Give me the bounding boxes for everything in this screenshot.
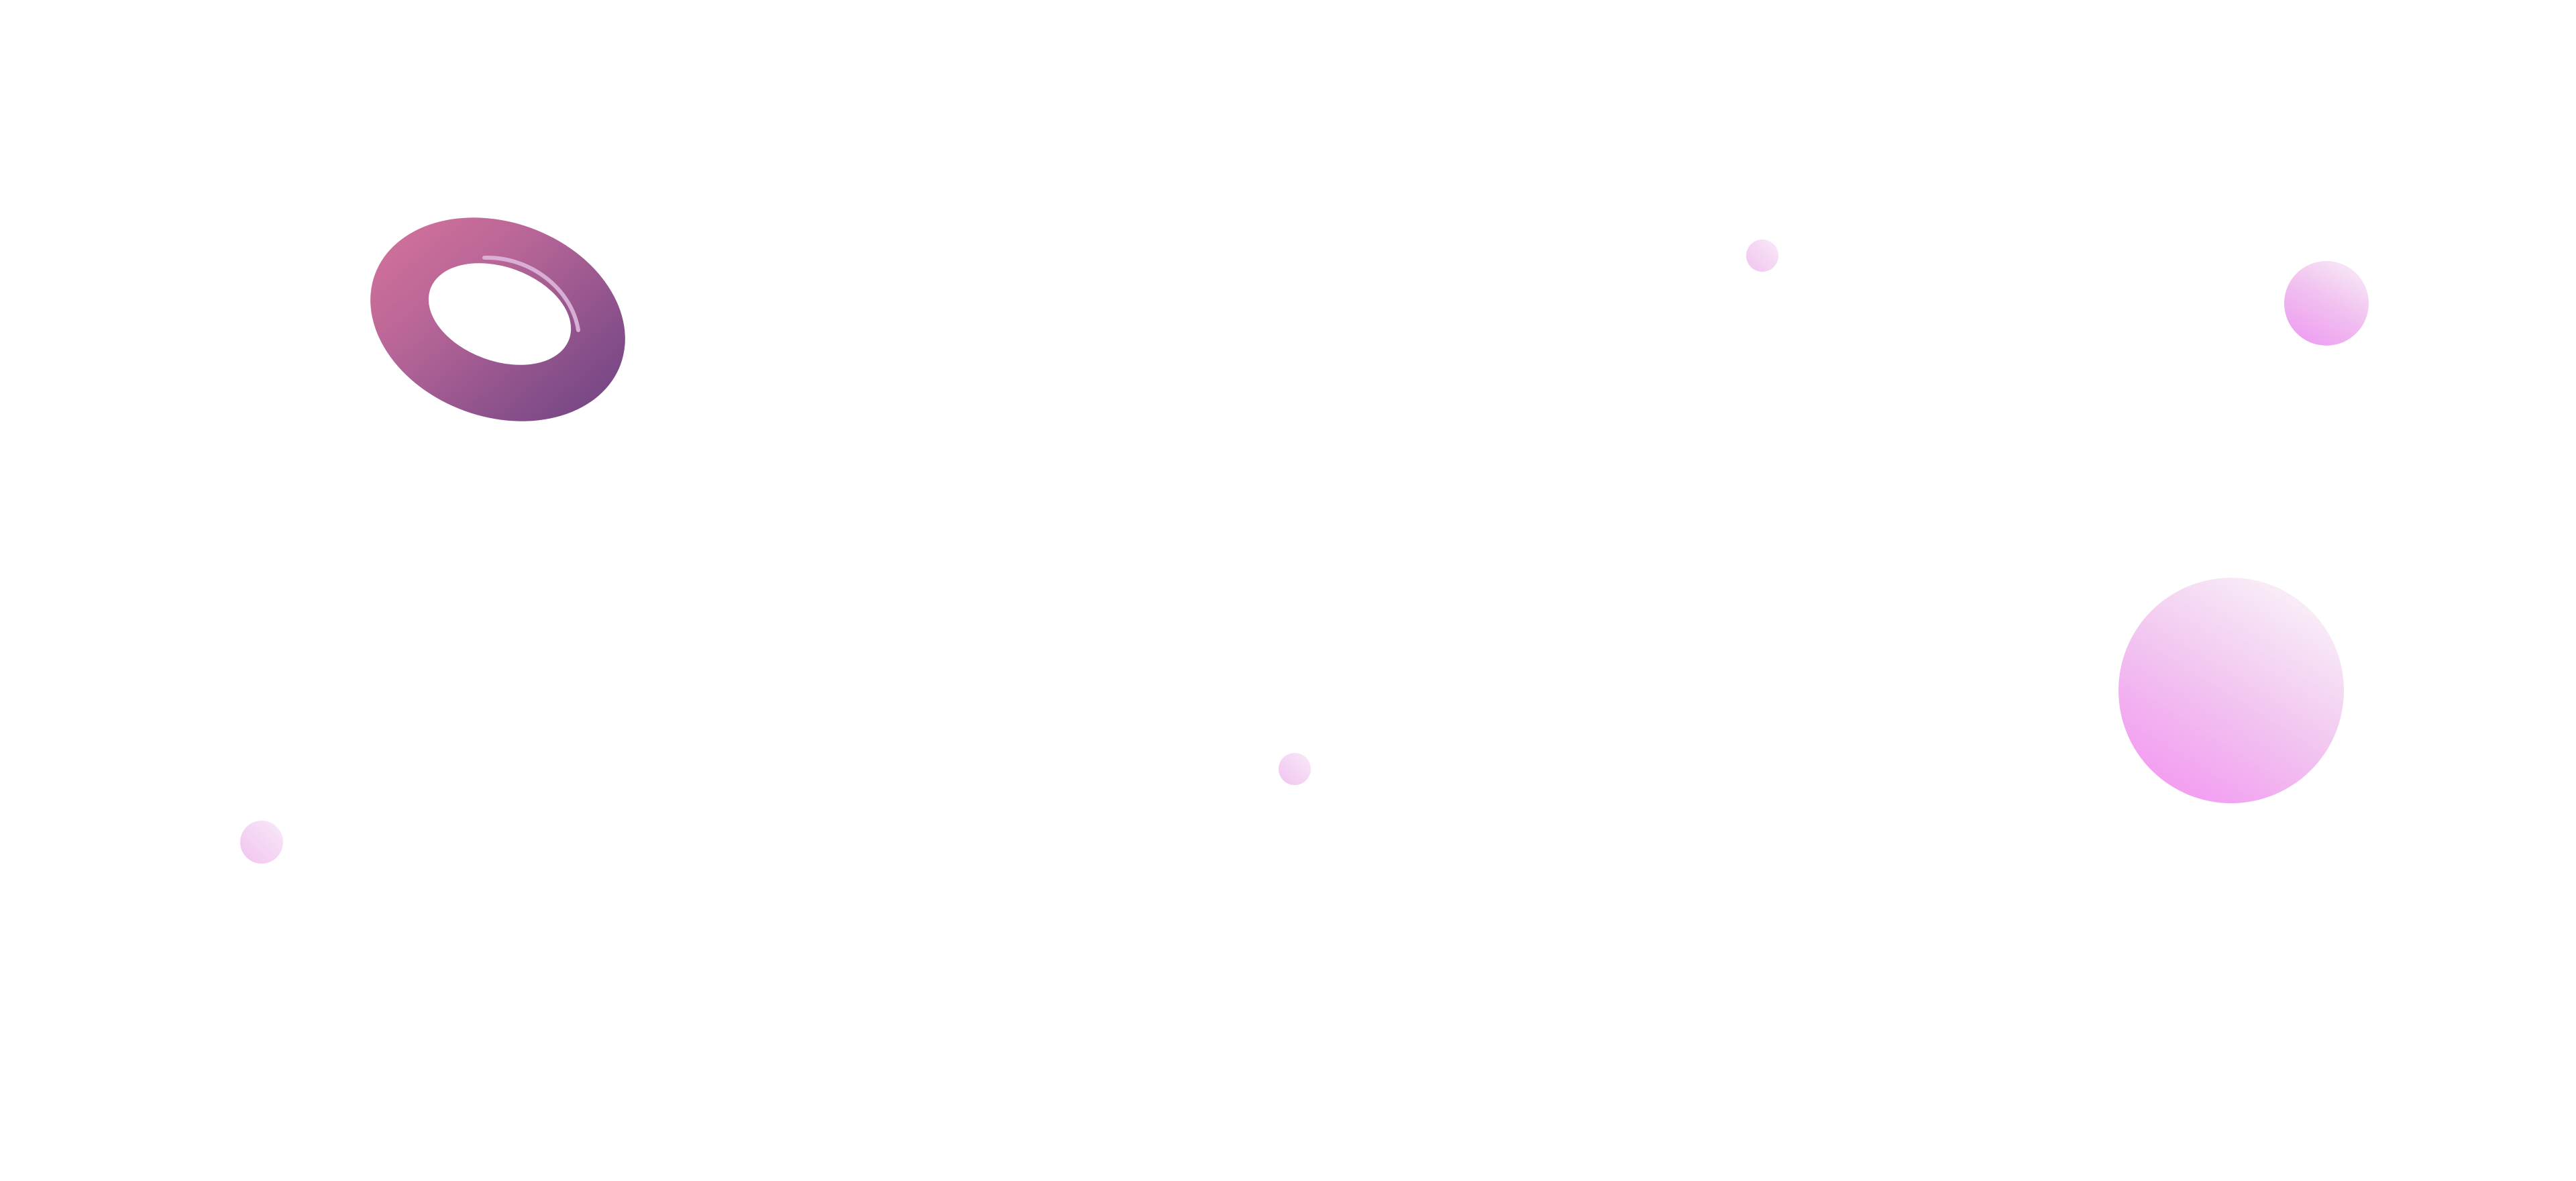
bubble-small-left <box>240 821 283 864</box>
bubble-medium-top-right <box>2284 261 2369 346</box>
torus-icon <box>335 188 657 456</box>
bubble-large-right <box>2118 578 2344 803</box>
ring-highlight <box>482 255 580 332</box>
bubble-small-center <box>1279 753 1311 785</box>
bubble-small-top-center <box>1746 240 1778 272</box>
